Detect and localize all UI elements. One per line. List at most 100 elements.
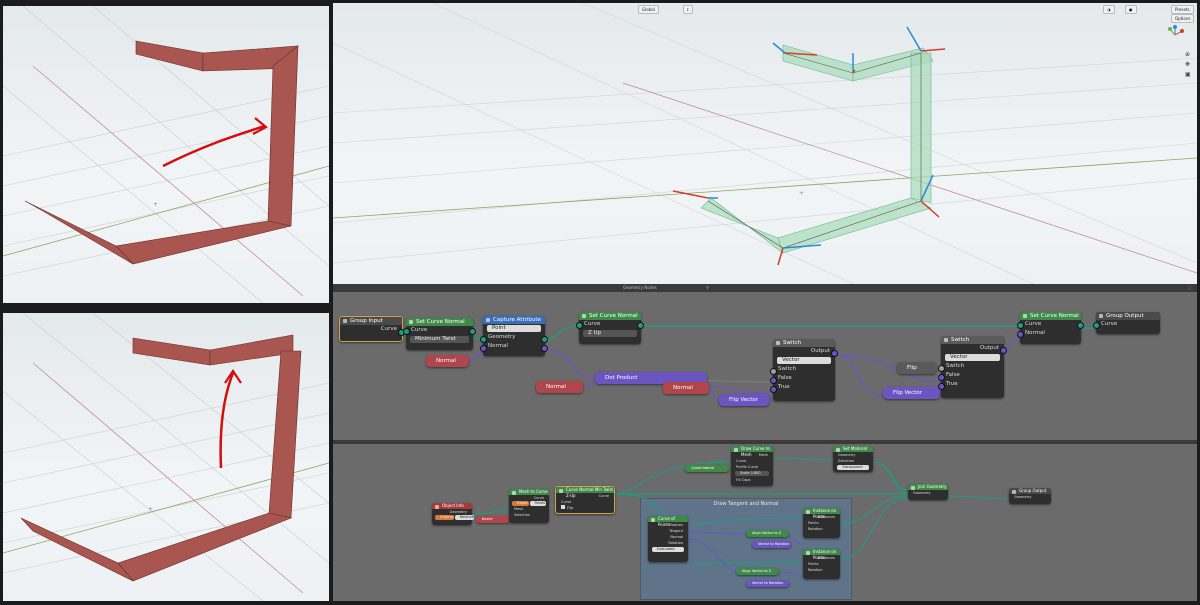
- curve-to-mesh-scale[interactable]: Scale 0.800: [735, 471, 769, 476]
- set-curve-normal-2-node[interactable]: Set Curve Normal Curve Z Up: [576, 312, 644, 344]
- overlay-icon[interactable]: ◑: [1103, 5, 1115, 14]
- curve-points-rotation: Rotation: [668, 541, 683, 545]
- switch-2-out[interactable]: [1000, 347, 1007, 354]
- set-curve-normal-1-header: Set Curve Normal: [406, 318, 473, 326]
- bezier-node[interactable]: Bezier: [476, 516, 510, 523]
- switch-1-out[interactable]: [831, 350, 838, 357]
- viewport-before[interactable]: +: [3, 6, 329, 303]
- curve-points-position: Position: [669, 523, 683, 527]
- node-editor-2[interactable]: Draw Tangent and Normal Objec: [333, 444, 1197, 601]
- set-curve-normal-1-out[interactable]: [469, 328, 476, 335]
- align-vector-2-node[interactable]: Align Vector to Z: [736, 568, 779, 575]
- viewport-ribbon[interactable]: Global ⟟ ◑ ● Presets Options ⊕ ✥ ▣: [333, 3, 1197, 284]
- join-geometry-node[interactable]: Join Geometry Geometry: [908, 484, 948, 500]
- switch-1-type[interactable]: Vector: [777, 357, 831, 364]
- switch-2-node[interactable]: Switch Output Vector Switch False True: [938, 336, 1007, 398]
- group-input-node[interactable]: Group Input Curve: [339, 316, 405, 342]
- draw-frame-label: Draw Tangent and Normal: [713, 501, 779, 507]
- instance-bottom-node[interactable]: Instance on Points Instances Points Rota…: [803, 549, 840, 579]
- object-info-node[interactable]: Object Info Geometry Original Relative: [432, 503, 474, 525]
- group-output-node-1[interactable]: Group Output Curve: [1093, 312, 1160, 334]
- switch-2-true-in[interactable]: [938, 383, 945, 390]
- switch-2-false-in[interactable]: [938, 374, 945, 381]
- normal-node-3[interactable]: Normal: [663, 382, 709, 394]
- group-output-2-header: Group Output: [1009, 488, 1051, 494]
- set-curve-normal-3-normal-in[interactable]: [1017, 331, 1024, 338]
- curve-normal-twist-flip[interactable]: Flip: [556, 505, 614, 511]
- mesh-to-curve-edges[interactable]: Edges: [512, 501, 529, 506]
- set-curve-normal-2-in[interactable]: [576, 322, 583, 329]
- camera-icon[interactable]: ▣: [1185, 71, 1191, 78]
- options-button[interactable]: Options: [1171, 14, 1195, 23]
- set-curve-normal-1-in[interactable]: [403, 328, 410, 335]
- object-info-original[interactable]: Original: [435, 515, 454, 520]
- capture-attribute-geo-in[interactable]: [480, 336, 487, 343]
- editor-separator[interactable]: [333, 440, 1197, 444]
- vector-rotation-2-node[interactable]: Vector to Rotation: [746, 580, 789, 587]
- switch-1-false-in[interactable]: [770, 377, 777, 384]
- mesh-to-curve-points[interactable]: Points: [529, 501, 546, 506]
- curve-to-mesh-curve: Curve: [736, 459, 747, 463]
- set-curve-normal-1-mode[interactable]: Minimum Twist: [410, 336, 469, 343]
- switch-2-switch: Switch: [946, 363, 965, 369]
- normal-node-1[interactable]: Normal: [426, 355, 469, 367]
- group-output-1-in[interactable]: [1093, 322, 1100, 329]
- switch-2-output: Output: [979, 345, 999, 351]
- curve-points-mode[interactable]: Evaluated: [652, 547, 684, 552]
- viewport-after-scene: +: [3, 313, 329, 601]
- switch-1-switch-in[interactable]: [770, 368, 777, 375]
- curve-normal-twist-curve-out: Curve: [598, 494, 609, 498]
- curve-normal-twist-header: Curve Normal Min Twist Z-Up: [556, 487, 614, 498]
- instance-top-header: Instance on Points: [803, 508, 840, 519]
- flip-checkbox[interactable]: [561, 505, 565, 509]
- mesh-to-curve-mesh: Mesh: [514, 507, 524, 511]
- switch-2-type[interactable]: Vector: [945, 354, 1000, 361]
- capture-attribute-node[interactable]: Capture Attribute Point Geometry Normal: [480, 316, 548, 356]
- vector-rotation-1-node[interactable]: Vector to Rotation: [752, 541, 791, 548]
- switch-1-true-in[interactable]: [770, 386, 777, 393]
- capture-attribute-domain[interactable]: Point: [487, 325, 541, 332]
- capture-attribute-geo-out[interactable]: [541, 336, 548, 343]
- curve-to-mesh-node[interactable]: Draw Curve to Mesh Mesh Curve Profile Cu…: [731, 446, 773, 486]
- switch-2-switch-in[interactable]: [938, 365, 945, 372]
- normal-node-2[interactable]: Normal: [536, 381, 583, 393]
- curve-normal-twist-node[interactable]: Curve Normal Min Twist Z-Up Curve Curve …: [555, 486, 615, 514]
- set-curve-normal-1-node[interactable]: Set Curve Normal Curve Minimum Twist: [403, 318, 476, 350]
- orientation-dropdown[interactable]: Global: [638, 5, 659, 14]
- node-editor-1[interactable]: Group Input Curve Set Curve Normal Curve…: [333, 292, 1197, 440]
- pin-icon[interactable]: ⚲: [706, 285, 709, 290]
- set-material-node[interactable]: Set Material Geometry Selection Transpar…: [833, 446, 873, 472]
- set-material-geometry: Geometry: [838, 453, 856, 457]
- set-curve-normal-3-node[interactable]: Set Curve Normal Curve Normal: [1017, 312, 1084, 344]
- mesh-to-curve-node[interactable]: Mesh to Curve Curve Edges Points Mesh Se…: [509, 489, 549, 523]
- capture-attribute-normal-in[interactable]: [480, 345, 487, 352]
- curve-points-node[interactable]: Curve of Points Position Tangent Normal …: [648, 516, 688, 562]
- align-vector-1-node[interactable]: Align Vector to Z: [746, 530, 789, 537]
- instance-top-node[interactable]: Instance on Points Instances Points Rota…: [803, 508, 840, 538]
- set-curve-normal-2-mode[interactable]: Z Up: [583, 330, 637, 337]
- set-material-material[interactable]: Transparent: [837, 465, 869, 470]
- group-output-1-curve: Curve: [1101, 321, 1118, 327]
- presets-button[interactable]: Presets: [1171, 5, 1194, 14]
- flip-vector-2-node[interactable]: Flip Vector: [883, 387, 940, 399]
- shading-icon[interactable]: ●: [1125, 5, 1137, 14]
- group-input-header: Group Input: [340, 317, 402, 325]
- capture-attribute-normal-out[interactable]: [541, 345, 548, 352]
- flip-node[interactable]: Flip: [897, 362, 937, 374]
- set-curve-normal-3-curve-in[interactable]: [1017, 322, 1024, 329]
- pan-icon[interactable]: ✥: [1185, 61, 1191, 68]
- set-curve-normal-2-out[interactable]: [637, 322, 644, 329]
- snap-icon[interactable]: ⟟: [683, 5, 693, 14]
- group-output-node-2[interactable]: Group Output Geometry: [1009, 488, 1051, 504]
- object-info-relative[interactable]: Relative: [454, 515, 474, 520]
- switch-1-node[interactable]: Switch Output Vector Switch False True: [770, 339, 838, 401]
- viewport-after[interactable]: +: [3, 313, 329, 601]
- zoom-icon[interactable]: ⊕: [1185, 51, 1191, 58]
- quadrilateral-node[interactable]: Quadrilateral: [685, 465, 729, 472]
- navigation-gizmo[interactable]: [1165, 25, 1185, 45]
- node-links-1: [400, 325, 1096, 405]
- set-curve-normal-3-out[interactable]: [1077, 322, 1084, 329]
- flip-vector-1-node[interactable]: Flip Vector: [719, 394, 769, 406]
- dot-product-node[interactable]: Dot Product: [595, 372, 707, 384]
- maximize-icon[interactable]: ⛶: [1188, 285, 1191, 290]
